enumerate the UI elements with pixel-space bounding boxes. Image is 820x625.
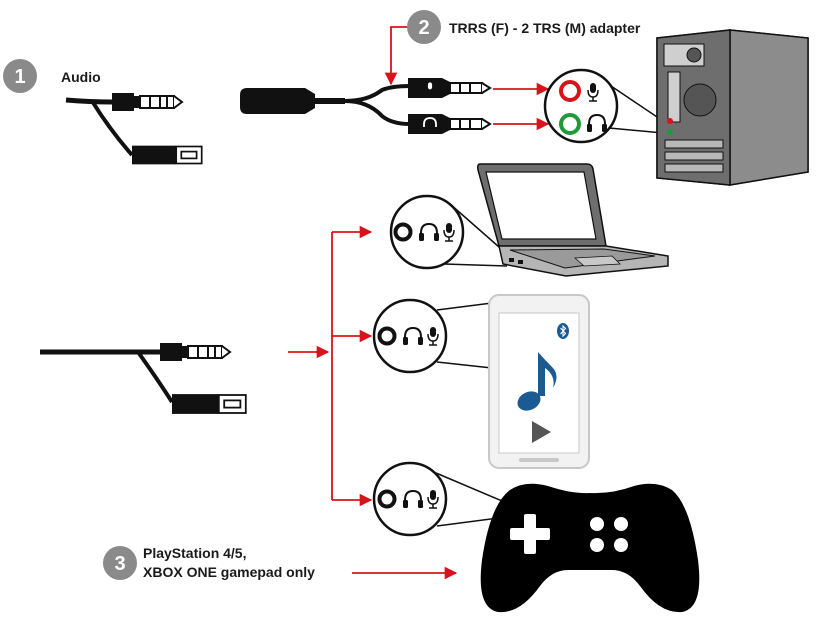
headphone-plug	[408, 114, 492, 134]
laptop	[477, 163, 669, 277]
trrs-plug-bottom	[159, 342, 231, 362]
pc-mic-jack	[559, 80, 581, 102]
step-number-1: 1	[14, 66, 25, 88]
pc-jack-callout	[543, 68, 664, 144]
step-label-2: TRRS (F) - 2 TRS (M) adapter	[449, 20, 641, 36]
step-1: 1 Audio	[3, 59, 101, 93]
mic-plug	[408, 78, 492, 98]
step-badge-1	[3, 59, 37, 93]
headset-cable-bottom	[40, 342, 247, 415]
gamepad-jack-callout	[372, 461, 522, 537]
step-2: 2 TRRS (F) - 2 TRS (M) adapter	[407, 10, 641, 44]
adapter-pointer-arrow	[384, 26, 407, 86]
phone-jack-callout	[372, 298, 493, 374]
splitter-adapter	[240, 78, 492, 134]
gamepad	[480, 483, 700, 613]
music-note-icon	[517, 352, 557, 411]
desktop-pc	[656, 29, 809, 186]
bluetooth-icon	[557, 323, 569, 339]
step-3: 3 PlayStation 4/5, XBOX ONE gamepad only	[103, 545, 315, 580]
laptop-jack-callout	[389, 194, 508, 270]
headset-cable-top	[65, 92, 203, 166]
branch-arrows	[288, 225, 373, 507]
step-label-3-line1: PlayStation 4/5,	[143, 545, 246, 561]
step-label-1: Audio	[61, 69, 101, 85]
step-label-3-line2: XBOX ONE gamepad only	[143, 564, 315, 580]
pc-headphone-jack	[559, 113, 581, 135]
play-icon	[532, 421, 551, 443]
trrs-plug-top	[111, 92, 183, 112]
smartphone	[488, 294, 590, 469]
step-number-3: 3	[114, 553, 125, 575]
usb-plug-bottom	[171, 393, 247, 415]
step-badge-3	[103, 546, 137, 580]
usb-plug-top	[131, 144, 203, 166]
step-number-2: 2	[418, 17, 429, 39]
step-badge-2	[407, 10, 441, 44]
